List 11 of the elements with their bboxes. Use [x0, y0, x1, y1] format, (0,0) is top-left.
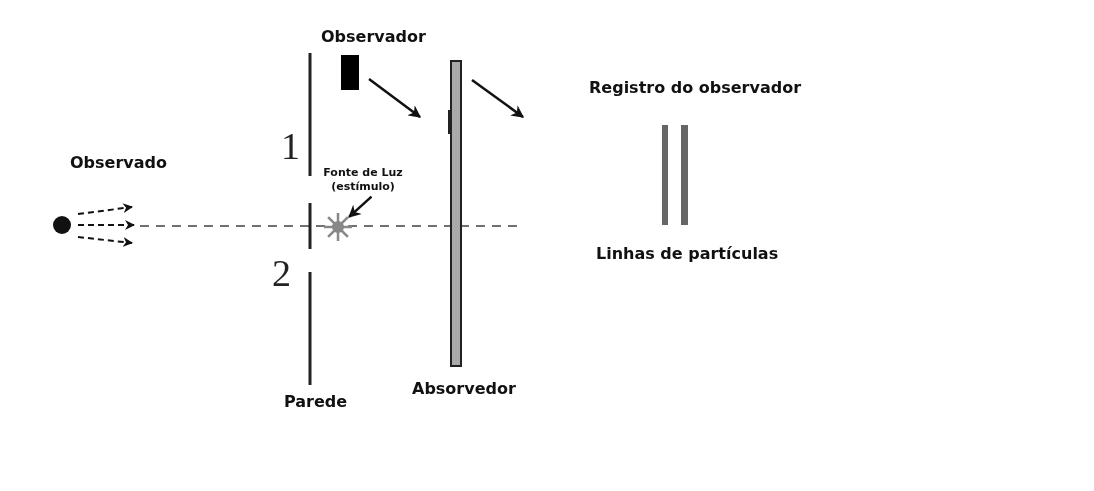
callout-text: Fonte de Luz (estímulo) [318, 166, 408, 195]
light-source-icon [324, 213, 352, 241]
part-label: Linhas de partículas [596, 244, 779, 263]
part-label: Absorvedor [412, 379, 516, 398]
part-label: Parede [284, 392, 348, 411]
part-label: Observador [321, 27, 426, 46]
part-label: Observado [70, 153, 167, 172]
slit-number: 1 [281, 127, 300, 165]
leader-line [348, 195, 373, 218]
part-label: Registro do observador [589, 78, 802, 97]
slit-number: 2 [272, 254, 291, 292]
